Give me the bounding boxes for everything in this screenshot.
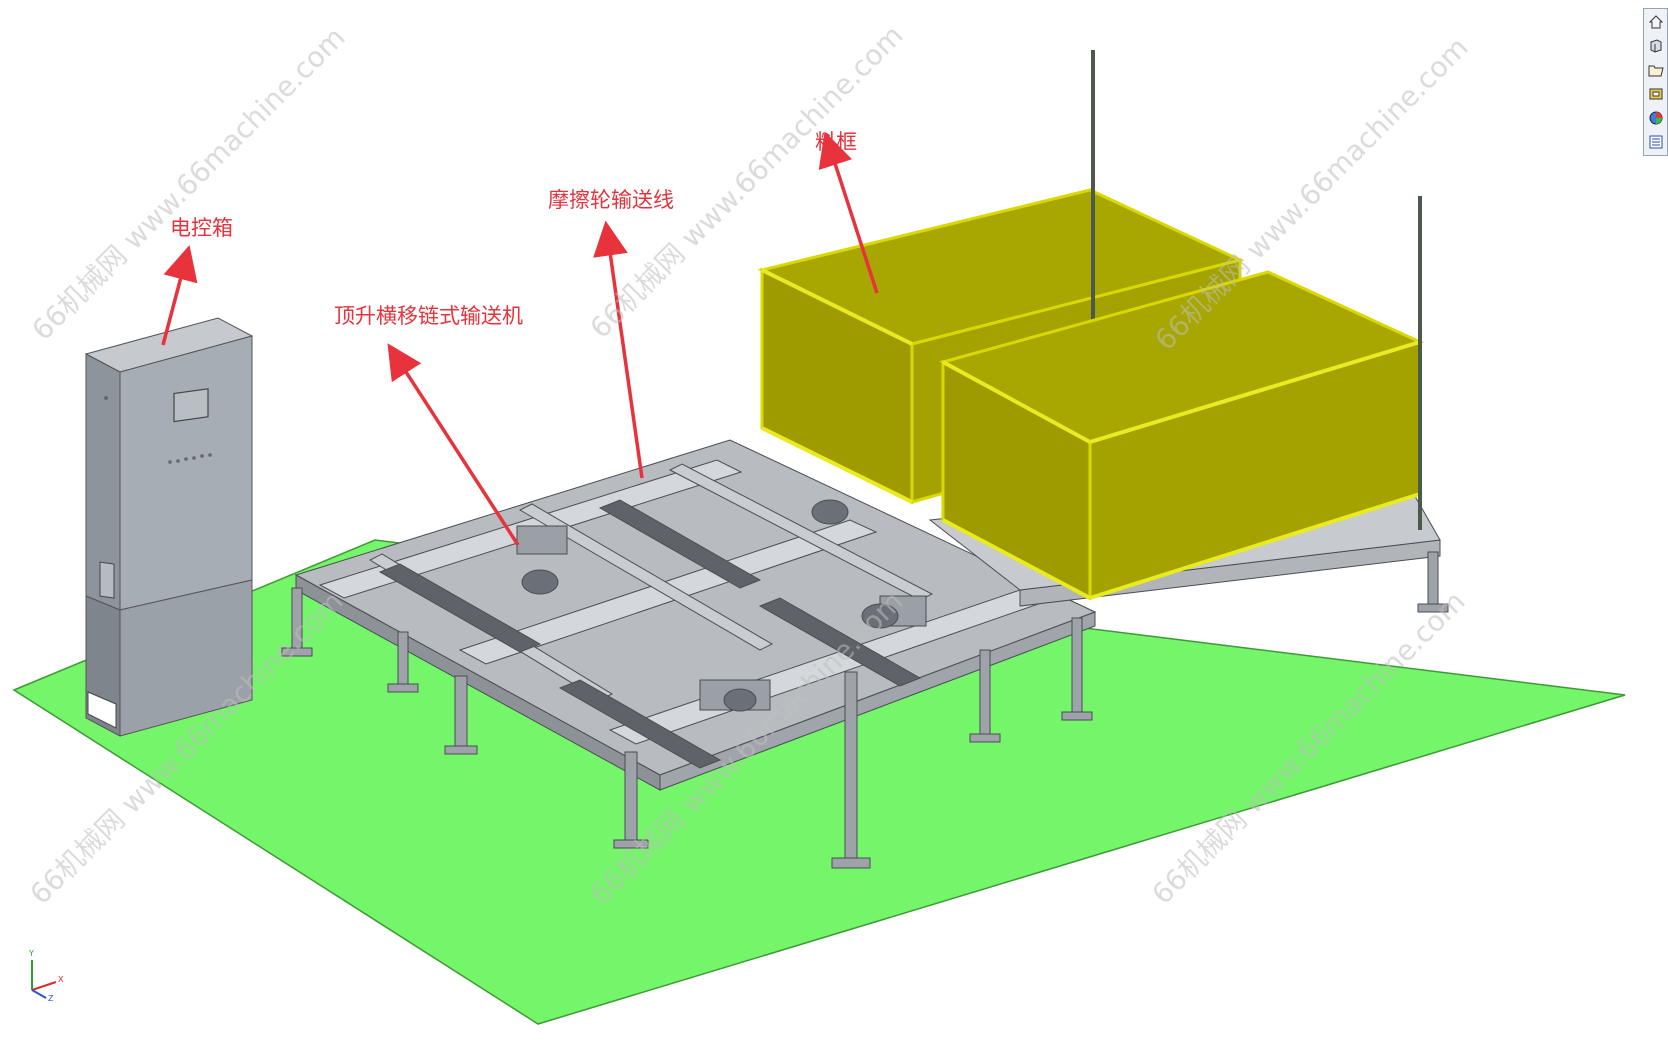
ground-plane <box>12 539 1626 1025</box>
support-legs <box>281 551 1449 869</box>
control-cabinet[interactable] <box>84 317 254 737</box>
home-view-icon[interactable] <box>1645 11 1666 32</box>
annotation-arrows <box>161 131 879 546</box>
material-frame-front[interactable] <box>939 196 1425 601</box>
view-toolbar <box>1643 8 1668 156</box>
label-lift-chain-conveyor: 顶升横移链式输送机 <box>334 304 523 328</box>
3d-part-icon[interactable] <box>1645 35 1666 56</box>
properties-list-icon[interactable] <box>1645 131 1666 152</box>
appearance-icon[interactable] <box>1645 107 1666 128</box>
label-friction-wheel-line: 摩擦轮输送线 <box>548 188 674 212</box>
label-control-box: 电控箱 <box>170 216 233 240</box>
open-folder-icon[interactable] <box>1645 59 1666 80</box>
triad-y-label: Y <box>29 949 34 958</box>
label-material-frame: 料框 <box>815 130 857 154</box>
view-settings-icon[interactable] <box>1645 83 1666 104</box>
triad-x-label: X <box>58 975 64 984</box>
triad-z-label: Z <box>48 994 54 1003</box>
coordinate-triad: Y X Z <box>20 944 70 1004</box>
